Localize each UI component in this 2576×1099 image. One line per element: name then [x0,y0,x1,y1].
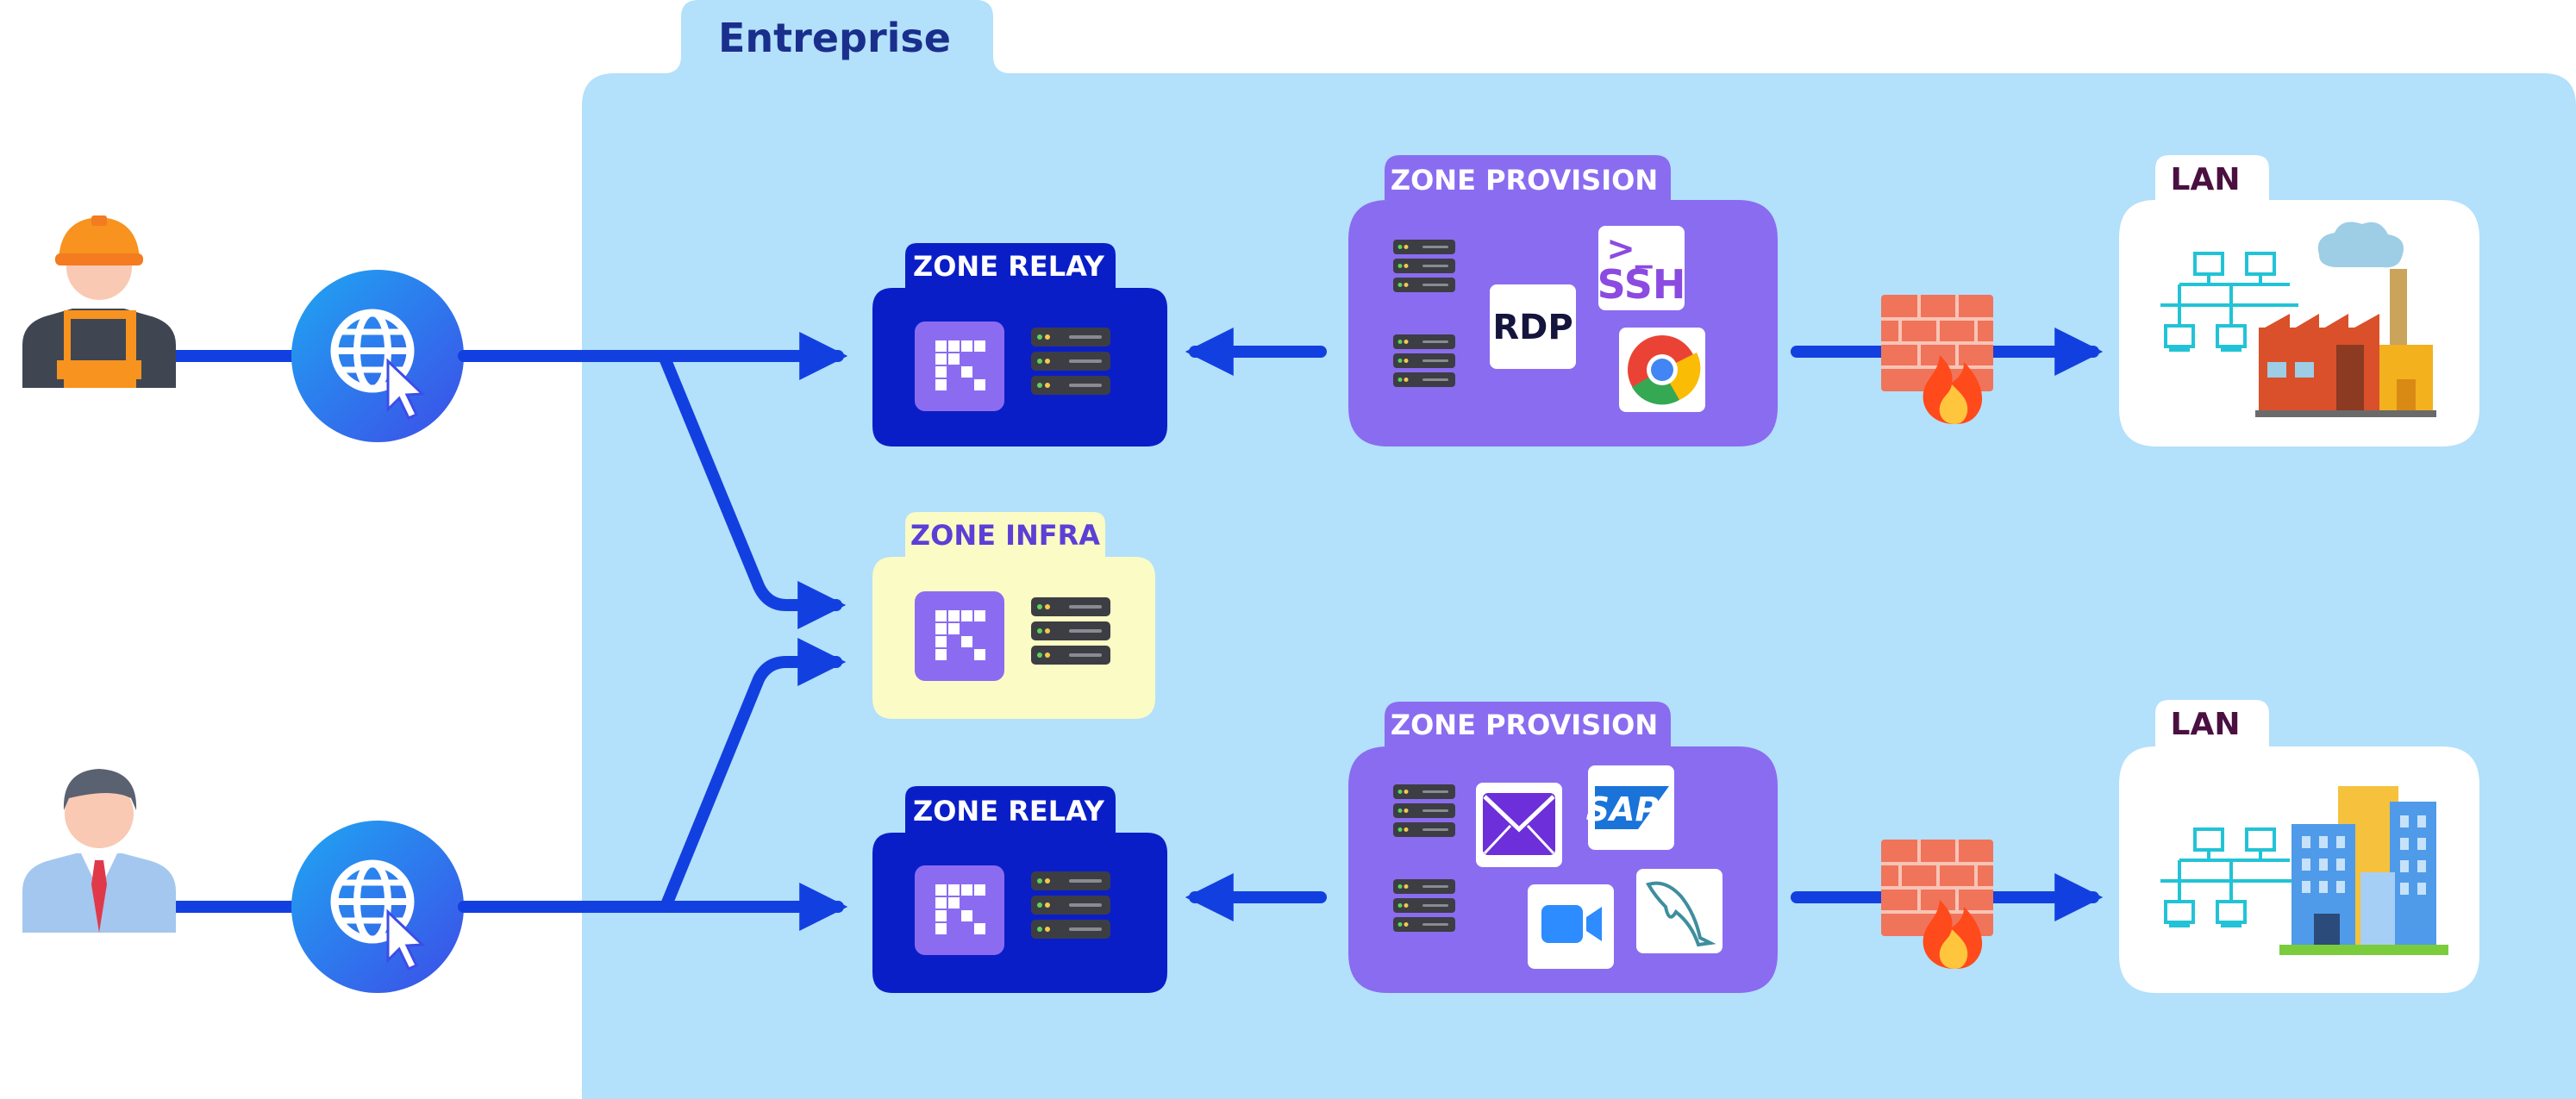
arrow-to-infra-top [658,350,847,629]
lan-top-label: LAN [2171,162,2241,197]
enterprise-background [343,0,2576,1099]
server-icon [1031,597,1110,665]
server-icon [1031,328,1110,395]
zone-relay-bottom: ZONE RELAY [872,786,1167,993]
enterprise-title: Entreprise [718,15,951,61]
zone-provision-top-label: ZONE PROVISION [1391,164,1658,197]
infra-logo-icon [915,591,1004,681]
mail-icon [1476,783,1562,867]
server-icon [1393,334,1455,387]
server-icon [1393,240,1455,292]
zoom-icon [1528,884,1614,969]
chrome-icon [1619,328,1705,412]
lan-bottom-label: LAN [2171,707,2241,742]
relay-logo-icon [915,322,1004,411]
svg-text:>_: >_ [1606,229,1653,269]
zone-infra: ZONE INFRA [872,512,1155,719]
office-user-icon [22,769,176,933]
svg-text:RDP: RDP [1492,308,1572,347]
sap-icon: SAP [1586,765,1674,850]
factory-icon [2255,222,2436,417]
arrow-to-infra-bottom [660,638,847,913]
mysql-icon [1636,869,1723,953]
relay-logo-icon [915,865,1004,955]
zone-relay-top: ZONE RELAY [872,243,1167,446]
zone-provision-bottom: ZONE PROVISION SAP [1348,702,1778,993]
server-icon [1031,871,1110,939]
svg-text:SAP: SAP [1586,790,1660,828]
server-icon [1393,879,1455,932]
internet-globe-icon [291,270,464,442]
zone-provision-bottom-label: ZONE PROVISION [1391,709,1658,741]
enterprise-container: Entreprise [343,0,2576,1099]
internet-globe-icon [291,821,464,993]
ssh-icon: >_ SSH [1597,226,1686,310]
zone-provision-top: ZONE PROVISION RDP >_ SSH [1348,155,1778,446]
svg-text:SSH: SSH [1597,261,1686,308]
zone-relay-bottom-label: ZONE RELAY [913,795,1105,827]
lan-top: LAN [2119,155,2479,446]
server-icon [1393,784,1455,837]
zone-infra-label: ZONE INFRA [910,519,1100,552]
rdp-icon: RDP [1490,284,1576,369]
lan-bottom: LAN [2119,700,2479,993]
zone-relay-top-label: ZONE RELAY [913,250,1105,283]
worker-user-icon [22,215,176,388]
office-building-icon [2279,786,2448,955]
